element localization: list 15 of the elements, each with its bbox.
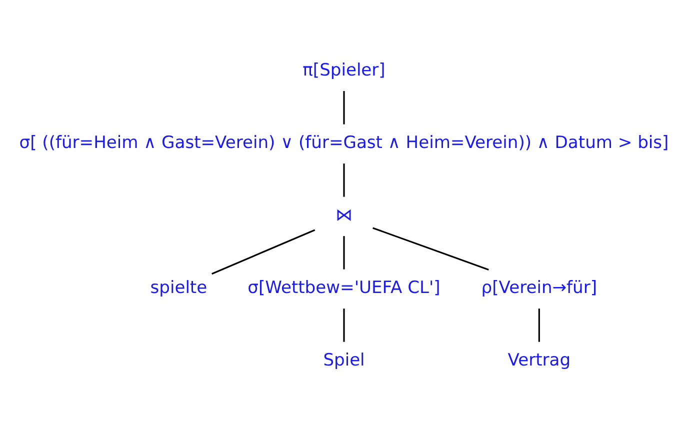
connector: [212, 228, 316, 274]
node-text: Spiel: [323, 350, 365, 370]
connector: [538, 308, 540, 342]
node-text: ρ[Verein→für]: [481, 278, 598, 298]
connector: [343, 163, 345, 196]
node-text: ⋈: [335, 205, 353, 226]
connector: [343, 236, 345, 269]
node-text: spielte: [150, 278, 208, 298]
node-text: σ[Wettbew='UEFA CL']: [248, 278, 440, 298]
node-text: π[Spieler]: [302, 60, 386, 80]
node-text: Vertrag: [508, 350, 571, 370]
connector: [372, 226, 489, 270]
connector: [343, 308, 345, 342]
node-text: σ[ ((für=Heim ∧ Gast=Verein) ∨ (für=Gast ∧ Heim=Verein)) ∧ Datum > bis]: [19, 132, 669, 153]
connector: [343, 90, 345, 124]
